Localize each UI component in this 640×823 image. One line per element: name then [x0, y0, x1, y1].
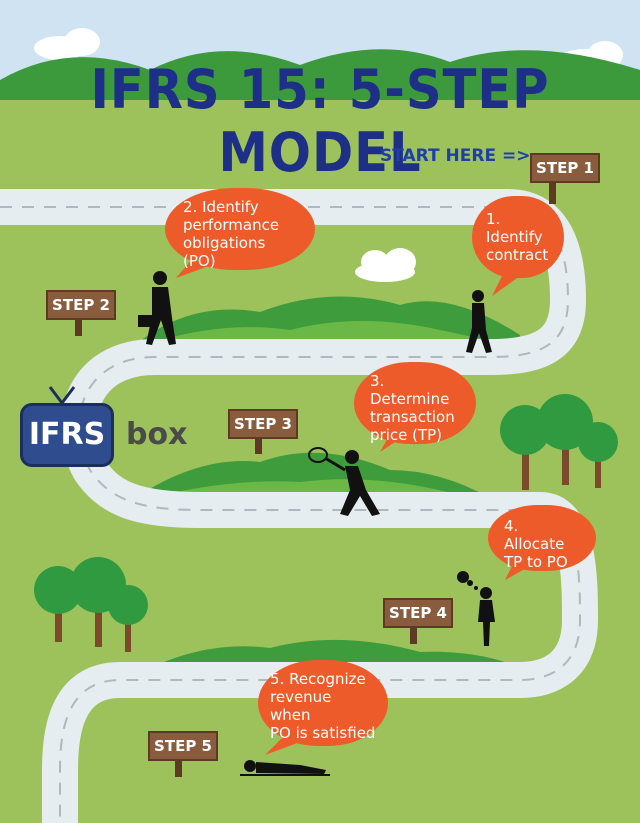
step-1-line-2: contract — [486, 246, 549, 264]
tree-icon — [500, 394, 618, 490]
man-with-net-icon — [308, 447, 380, 516]
hill-3 — [150, 639, 520, 668]
logo-box-text: IFRS — [20, 403, 114, 467]
step-3-bubble: 3. Determine transaction price (TP) — [354, 362, 476, 444]
step-5-sign: STEP 5 — [148, 731, 218, 761]
step-2-line-3: obligations (PO) — [183, 234, 266, 270]
step-5-line-2: revenue when — [270, 688, 332, 724]
thinking-woman-icon — [457, 571, 495, 646]
walking-man-icon — [466, 290, 492, 353]
logo-word: box — [126, 417, 188, 452]
step-2-line-1: 2. Identify — [183, 198, 259, 216]
step-4-sign: STEP 4 — [383, 598, 453, 628]
step-3-sign: STEP 3 — [228, 409, 298, 439]
cloud-icon — [34, 28, 100, 60]
cloud-icon — [355, 248, 416, 282]
step-5-line-1: 5. Recognize — [270, 670, 366, 688]
far-hills — [0, 49, 640, 110]
step-3-line-2: transaction — [370, 408, 455, 426]
page-title: IFRS 15: 5-STEP MODEL — [90, 58, 550, 184]
road — [0, 189, 598, 823]
step-3-line-1: 3. Determine — [370, 372, 450, 408]
step-1-line-1: 1. Identify — [486, 210, 543, 246]
step-3-line-3: price (TP) — [370, 426, 443, 444]
step-4-bubble: 4. Allocate TP to PO — [488, 505, 596, 571]
tv-antenna-icon — [48, 386, 76, 404]
step-2-line-2: performance — [183, 216, 280, 234]
step-2-bubble: 2. Identify performance obligations (PO) — [165, 188, 315, 270]
tree-icon — [34, 557, 148, 652]
businessman-briefcase-icon — [138, 271, 176, 345]
step-5-bubble: 5. Recognize revenue when PO is satisfie… — [258, 660, 388, 746]
step-1-sign: STEP 1 — [530, 153, 600, 183]
start-label: START HERE => — [380, 146, 531, 166]
step-5-line-3: PO is satisfied — [270, 724, 376, 742]
step-2-sign: STEP 2 — [46, 290, 116, 320]
step-4-line-1: 4. Allocate — [504, 517, 565, 553]
ifrsbox-logo: IFRS box — [20, 386, 187, 467]
step-1-bubble: 1. Identify contract — [472, 196, 564, 278]
lying-person-icon — [240, 760, 330, 776]
step-4-line-2: TP to PO — [504, 553, 568, 571]
